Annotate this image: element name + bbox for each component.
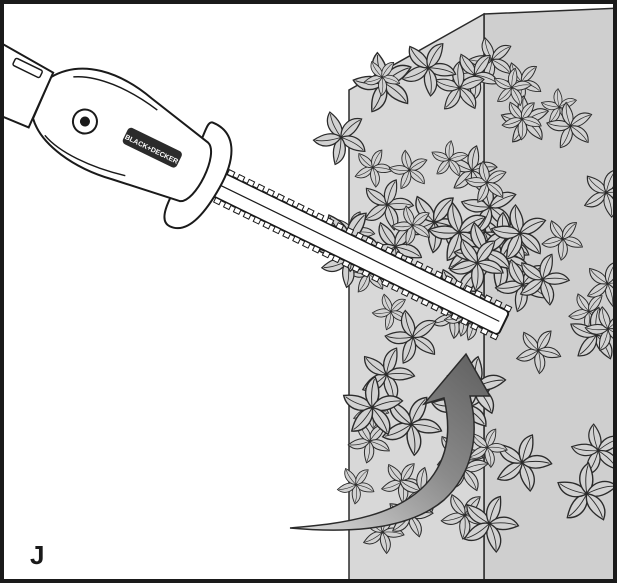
blade-tooth (440, 307, 450, 317)
illustration: BLACK+DECKER (4, 7, 613, 579)
blade-tooth (453, 279, 463, 289)
blade-tooth (272, 225, 282, 235)
blade-tooth (371, 274, 381, 283)
blade-tooth (390, 283, 400, 293)
blade-tooth (410, 293, 420, 302)
blade-tooth (232, 206, 242, 216)
blade-tooth (236, 173, 246, 183)
blade-tooth (463, 284, 473, 294)
blade-tooth (311, 245, 321, 254)
blade-tooth (424, 265, 434, 274)
blade-tooth (450, 312, 460, 322)
blade-tooth (361, 269, 371, 278)
blade-tooth (434, 270, 444, 279)
blade-tooth (295, 202, 305, 212)
blade-tooth (256, 183, 266, 192)
figure-label: J (30, 540, 45, 570)
blade-tooth (222, 201, 232, 211)
blade-tooth (355, 231, 365, 241)
blade-tooth (470, 322, 479, 331)
blade-tooth (444, 275, 454, 284)
hedge-trimmer-illustration: BLACK+DECKER (4, 31, 513, 341)
blade-tooth (420, 298, 430, 307)
blade-tooth (374, 241, 384, 250)
blade-tooth (483, 294, 493, 303)
blade-tooth (479, 327, 489, 336)
curved-arrow-icon (289, 352, 492, 531)
blade-tooth (252, 216, 262, 225)
blade-tooth (400, 288, 410, 297)
blade-tooth (430, 303, 440, 312)
blade-tooth (262, 221, 272, 230)
blade-tooth (266, 188, 276, 197)
blade-tooth (394, 251, 404, 260)
blade-tooth (381, 278, 390, 288)
blade-tooth (282, 230, 292, 240)
blade-tooth (242, 211, 252, 220)
blade-tooth (365, 236, 374, 246)
blade-tooth (489, 331, 499, 341)
blade-tooth (226, 169, 236, 178)
blade-tooth (341, 259, 351, 269)
blade-tooth (345, 226, 355, 236)
blade-tooth (331, 254, 341, 264)
blade-tooth (305, 207, 315, 217)
blade-tooth (414, 260, 424, 270)
blade-tooth (285, 197, 295, 207)
blade-tooth (321, 249, 331, 259)
blade-tooth (246, 178, 256, 188)
blade-tooth (384, 246, 394, 255)
blade-tooth (473, 289, 483, 299)
blade-teeth (203, 164, 513, 341)
blade-tooth (292, 235, 302, 244)
blade-tooth (301, 240, 311, 249)
blade-tooth (213, 196, 222, 206)
blade-tooth (276, 193, 285, 202)
blade-tooth (493, 299, 503, 308)
blade-tooth (404, 255, 414, 265)
blade-tooth (335, 222, 345, 231)
blade-tooth (460, 317, 470, 326)
blade-tooth (503, 304, 513, 313)
blade-tooth (315, 212, 325, 221)
blade-tooth (325, 217, 335, 226)
blade-tooth (351, 264, 361, 273)
